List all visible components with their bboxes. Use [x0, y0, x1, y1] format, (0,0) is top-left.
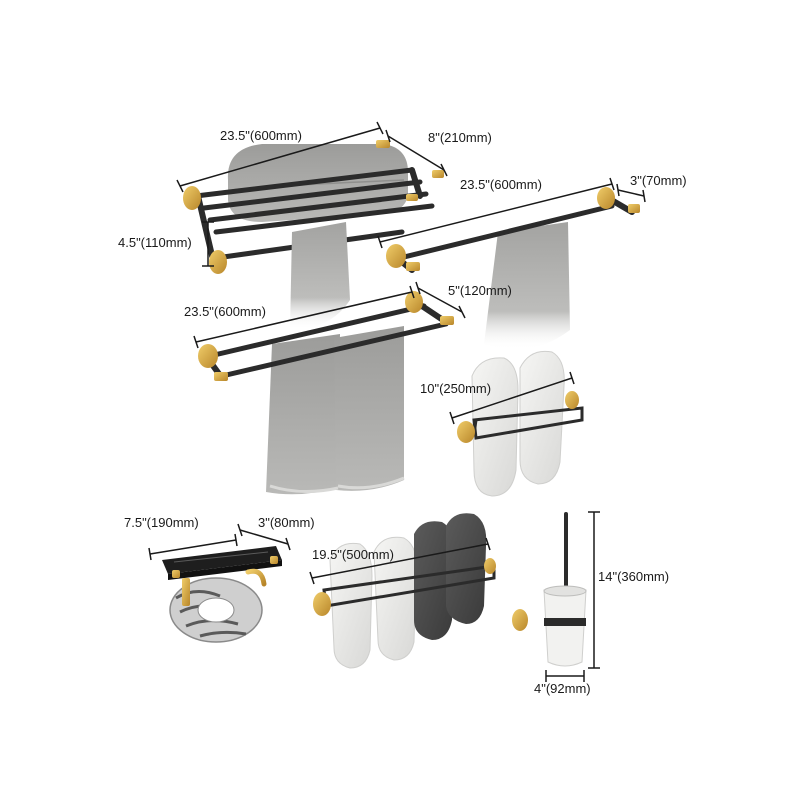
large-slipper-rack-width-label: 19.5"(500mm) — [312, 547, 394, 562]
large-slipper-rack-icon — [313, 513, 496, 669]
brush-holder-width-label: 4"(92mm) — [534, 681, 591, 696]
single-bar-width-label: 23.5"(600mm) — [460, 177, 542, 192]
single-bar-depth-label: 3"(70mm) — [630, 173, 687, 188]
small-slipper-rack-icon — [457, 350, 584, 497]
brush-holder-height-label: 14"(360mm) — [598, 569, 670, 584]
paper-holder-icon — [162, 546, 282, 643]
shelf-height-label: 4.5"(110mm) — [118, 235, 192, 250]
double-bar-depth-label: 5"(120mm) — [448, 283, 512, 298]
double-bar-width-label: 23.5"(600mm) — [184, 304, 266, 319]
toilet-brush-icon — [512, 512, 587, 667]
dimension-lines — [148, 121, 646, 682]
double-towel-bar-icon — [198, 291, 454, 495]
paper-holder-depth-label: 3"(80mm) — [258, 515, 315, 530]
shelf-depth-label: 8"(210mm) — [428, 130, 492, 145]
towel-shelf-icon — [183, 140, 444, 330]
small-slipper-rack-width-label: 10"(250mm) — [420, 381, 492, 396]
single-towel-bar-icon — [386, 187, 640, 350]
shelf-width-label: 23.5"(600mm) — [220, 128, 302, 143]
paper-holder-width-label: 7.5"(190mm) — [124, 515, 199, 530]
